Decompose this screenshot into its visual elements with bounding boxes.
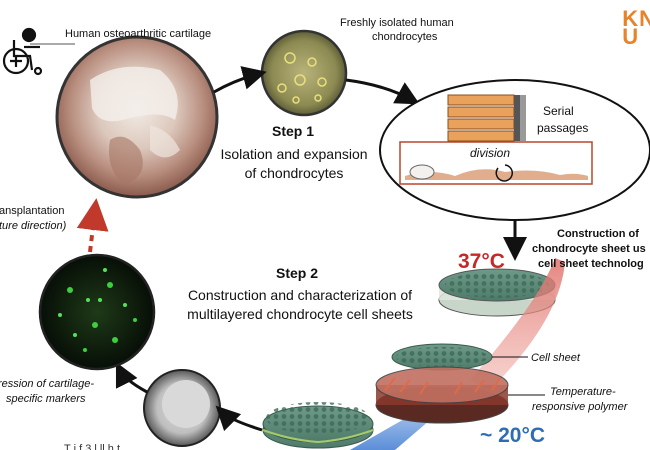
multilayer-sheet	[262, 402, 374, 449]
cartilage-image	[55, 35, 219, 199]
label-construction-2: chondrocyte sheet us	[532, 243, 646, 255]
label-polymer-1: Temperature-	[550, 386, 616, 398]
label-division: division	[470, 146, 511, 160]
step2-line1: Construction and characterization of	[187, 287, 413, 303]
label-markers-2: specific markers	[6, 393, 86, 405]
chondrocytes-image	[260, 29, 348, 117]
label-cell-sheet: Cell sheet	[531, 352, 580, 364]
temperature-37: 37°C	[458, 250, 505, 273]
temperature-20: ~ 20°C	[480, 424, 546, 447]
arrow-photo-to-fluorescence	[115, 361, 148, 394]
fluorescence-image	[38, 253, 156, 371]
logo-line1: KN	[622, 6, 650, 31]
temperature-responsive-dish	[375, 366, 545, 424]
label-transplantation-1: ansplantation	[0, 205, 65, 217]
arrow-sheet-to-photo	[215, 405, 263, 432]
culture-flask-stack	[447, 94, 526, 142]
step1-title: Step 1	[272, 123, 315, 139]
label-passages: passages	[537, 121, 589, 135]
label-transplantation-2: ture direction)	[0, 220, 67, 232]
division-cycle-icon	[495, 164, 514, 182]
arrow-cartilage-to-cells	[213, 66, 267, 94]
arrow-transplantation	[76, 198, 109, 253]
cell-sheet-floating	[391, 343, 528, 371]
institution-logo: KN U	[622, 6, 650, 49]
label-bottom-cut: T i f 3 l ll h t	[64, 443, 121, 450]
logo-line2: U	[622, 24, 640, 49]
arrow-cells-to-passages	[345, 78, 420, 105]
label-construction-3: cell sheet technolog	[538, 258, 644, 270]
label-serial: Serial	[543, 104, 574, 118]
label-construction-1: Construction of	[557, 228, 639, 240]
label-chondrocytes-1: Freshly isolated human	[340, 17, 454, 29]
cell-sheet-photo	[143, 369, 221, 447]
label-polymer-2: responsive polymer	[532, 401, 628, 413]
wheelchair-icon	[2, 27, 43, 76]
step1-line2: of chondrocytes	[244, 165, 344, 181]
label-chondrocytes-2: chondrocytes	[372, 31, 438, 43]
serial-passages-panel	[379, 79, 650, 221]
step2-title: Step 2	[276, 265, 319, 281]
step1-line1: Isolation and expansion	[220, 146, 368, 162]
label-cartilage: Human osteoarthritic cartilage	[65, 28, 212, 40]
label-markers-1: ression of cartilage-	[0, 378, 94, 390]
step2-line2: multilayered chondrocyte cell sheets	[187, 306, 413, 322]
